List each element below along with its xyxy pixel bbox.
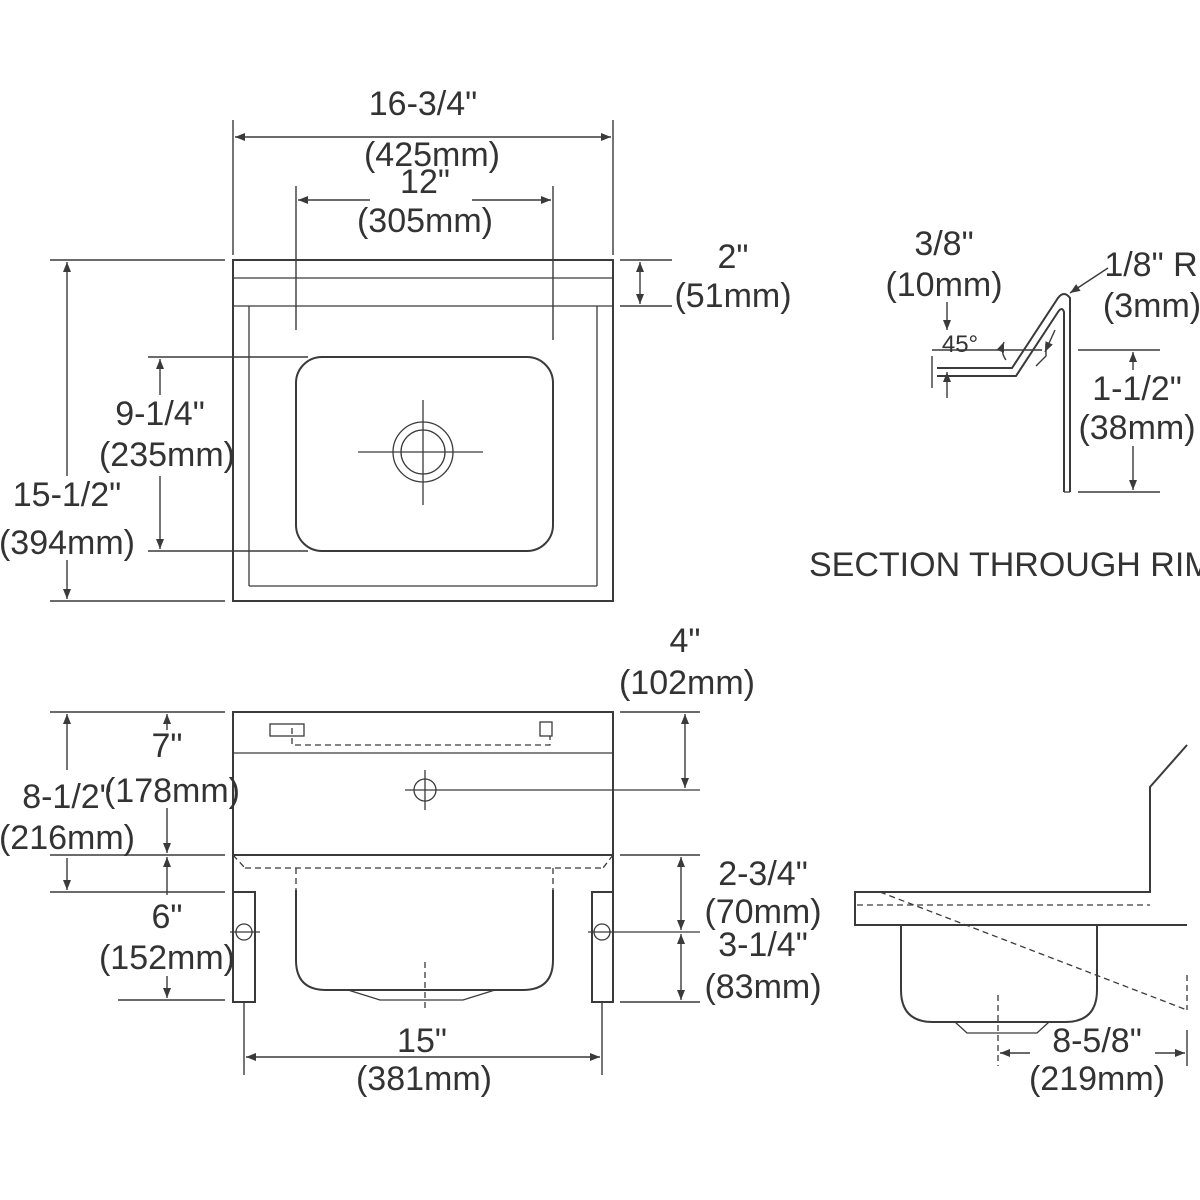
total-height-mm: (216mm)	[0, 819, 135, 857]
bracket-slot-right	[539, 721, 553, 737]
drain-front	[347, 989, 496, 1001]
bracket-slot-left	[269, 723, 305, 737]
radius-leader	[1069, 267, 1109, 294]
bowl-depth-in: 6"	[152, 898, 183, 936]
overall-width-in: 16-3/4"	[369, 85, 477, 123]
backsplash-in: 2"	[718, 238, 749, 276]
rim-section: 3/8" (10mm) 45° 1/8" R (3mm) 1-1/2" (38m…	[809, 225, 1200, 584]
radius-in: 1/8" R	[1104, 246, 1197, 284]
radius-mm: (3mm)	[1103, 287, 1200, 325]
faucet-center-mm: (102mm)	[619, 664, 755, 702]
rim-profile-outer	[937, 293, 1071, 492]
bowl-width-mm: (305mm)	[357, 202, 493, 240]
drain-side	[954, 1021, 1050, 1034]
bowl-depth-mm: (152mm)	[99, 939, 235, 977]
sink-outline-top	[232, 259, 614, 602]
drain-offset-in: 8-5/8"	[1052, 1022, 1142, 1060]
overall-depth-mm: (394mm)	[0, 524, 135, 562]
section-title: SECTION THROUGH RIM	[809, 546, 1200, 584]
splash-height-mm: (178mm)	[104, 772, 240, 810]
splash-height-in: 7"	[152, 727, 183, 765]
bowl-width-in: 12"	[400, 163, 450, 201]
overall-depth-in: 15-1/2"	[13, 476, 121, 514]
hole-b-mm: (83mm)	[704, 968, 821, 1006]
rim-profile-inner	[937, 308, 1065, 492]
hole-b-in: 3-1/4"	[718, 926, 808, 964]
side-profile	[854, 744, 1188, 926]
hole-a-mm: (70mm)	[704, 893, 821, 931]
faucet-center-in: 4"	[670, 622, 701, 660]
bracket-span-in: 15"	[397, 1022, 447, 1060]
hole-a-in: 2-3/4"	[718, 855, 808, 893]
bracket-left	[232, 891, 256, 1003]
overall-width-mm: (425mm)	[364, 136, 500, 174]
angle-label: 45°	[942, 331, 978, 358]
flange-mm: (10mm)	[885, 266, 1002, 304]
bowl-length-mm: (235mm)	[99, 436, 235, 474]
flange-in: 3/8"	[914, 225, 973, 263]
bowl-length-in: 9-1/4"	[115, 395, 205, 433]
backsplash-mm: (51mm)	[674, 277, 791, 315]
rim-height-mm: (38mm)	[1078, 409, 1195, 447]
bowl-front	[295, 890, 554, 991]
front-view: 4" (102mm) 7" (178mm) 8-1/2" (216mm) 6" …	[0, 622, 822, 1098]
drain-offset-mm: (219mm)	[1029, 1060, 1165, 1098]
rim-height-in: 1-1/2"	[1092, 370, 1182, 408]
bowl-side	[900, 925, 1098, 1023]
bowl-outline	[295, 356, 554, 552]
bracket-right	[591, 891, 614, 1003]
bracket-span-mm: (381mm)	[356, 1060, 492, 1098]
top-view: 16-3/4" (425mm) 12" (305mm) 2" (51mm) 9-…	[0, 85, 792, 602]
total-height-in: 8-1/2"	[22, 778, 112, 816]
side-view: 8-5/8" (219mm)	[854, 744, 1188, 1098]
backsplash-front	[232, 711, 614, 856]
